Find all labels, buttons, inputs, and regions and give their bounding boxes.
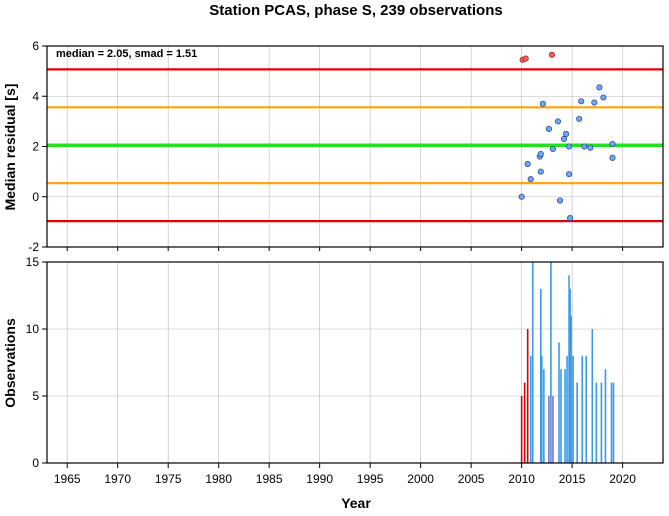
observation-bar <box>568 275 570 463</box>
year-x-tick-label: 1990 <box>306 472 333 486</box>
residual-point <box>591 99 598 106</box>
residual-point <box>527 176 534 183</box>
observations-y-ticks: 0 5 10 15 <box>26 255 47 470</box>
residual-point <box>518 193 525 200</box>
observations-frame <box>46 261 664 464</box>
observations-y-axis-label: Observations <box>2 318 18 408</box>
residual-point <box>549 145 556 153</box>
year-x-tick-label: 2005 <box>458 472 485 486</box>
observation-bar <box>569 288 571 463</box>
observation-bar <box>548 396 550 463</box>
residual-point <box>563 130 570 137</box>
residual-y-ticks: -2 0 2 4 6 <box>28 39 624 254</box>
residual-point <box>581 143 588 150</box>
year-x-tick-label: 2010 <box>508 472 535 486</box>
residual-y-axis-label: Median residual [s] <box>2 84 18 211</box>
residual-point <box>587 144 594 151</box>
residual-point <box>596 84 603 91</box>
observation-bar <box>576 382 578 463</box>
observation-bar <box>560 369 562 463</box>
residual-points <box>518 51 616 222</box>
residual-y-tick-label: 0 <box>32 190 39 204</box>
observation-bar <box>531 262 534 463</box>
chart-title: Station PCAS, phase S, 239 observations <box>209 2 502 19</box>
residual-point <box>554 118 562 125</box>
observation-bar <box>604 369 607 463</box>
residual-point <box>537 168 544 175</box>
observation-bar <box>585 355 588 463</box>
observations-y-tick-label: 15 <box>26 255 40 269</box>
observation-bar <box>572 355 574 463</box>
observations-y-tick-label: 0 <box>32 456 39 470</box>
year-x-tick-label: 2015 <box>559 472 586 486</box>
residual-y-tick-label: 4 <box>32 89 39 103</box>
observation-bar <box>523 382 526 463</box>
residual-point <box>524 161 531 168</box>
residual-point <box>576 115 583 122</box>
observations-panel: 0 5 10 15 1965 1970 1975 1980 1985 1990 1995 2000 2… <box>2 255 664 511</box>
observation-bar <box>564 369 566 463</box>
year-x-tick-label: 1965 <box>54 472 81 486</box>
observation-bar <box>595 382 598 463</box>
observations-bars <box>520 262 615 463</box>
observation-bar <box>612 382 615 463</box>
year-x-tick-label: 2020 <box>609 472 636 486</box>
observation-bar <box>591 329 594 463</box>
observation-bar <box>570 315 572 463</box>
year-x-tick-label: 2000 <box>407 472 434 486</box>
year-x-tick-label: 1970 <box>104 472 131 486</box>
residual-y-tick-label: 6 <box>32 39 39 53</box>
year-x-ticks: 1965 1970 1975 1980 1985 1990 1995 2000 2005 2010… <box>54 463 636 486</box>
observation-bar <box>552 396 554 463</box>
residual-point <box>578 98 585 105</box>
observation-bar <box>558 342 560 463</box>
residual-reference-lines <box>47 68 663 223</box>
residual-point <box>566 143 573 150</box>
observation-bar <box>581 355 584 463</box>
year-x-tick-label: 1980 <box>205 472 232 486</box>
residual-y-tick-label: 2 <box>32 140 39 154</box>
median-smad-annotation: median = 2.05, smad = 1.51 <box>56 48 197 60</box>
residual-point <box>537 150 544 158</box>
residual-panel: -2 0 2 4 6 median = 2.05, smad = 1.51 Median… <box>2 39 664 254</box>
observation-bar <box>526 329 529 463</box>
observation-bar <box>610 382 613 463</box>
residual-point <box>609 140 616 148</box>
observation-bar <box>529 355 532 463</box>
year-x-tick-label: 1995 <box>357 472 384 486</box>
residual-point <box>609 154 616 161</box>
year-x-tick-label: 1985 <box>256 472 283 486</box>
observation-bar <box>550 262 552 463</box>
outlier-point <box>548 51 555 58</box>
observation-bar <box>543 369 545 463</box>
observation-bar <box>540 288 542 463</box>
residual-point <box>566 171 573 178</box>
observation-bar <box>566 355 568 463</box>
observations-y-tick-label: 5 <box>32 389 39 403</box>
residual-point <box>600 94 607 101</box>
residual-point <box>567 215 574 222</box>
residual-y-tick-label: -2 <box>28 240 39 254</box>
outlier-point <box>522 55 529 62</box>
observations-y-tick-label: 10 <box>26 322 40 336</box>
year-x-tick-label: 1975 <box>155 472 182 486</box>
observation-bar <box>520 396 523 463</box>
observation-bar <box>600 382 603 463</box>
year-x-axis-label: Year <box>341 495 371 511</box>
residual-point <box>560 135 568 143</box>
residual-point <box>556 197 564 204</box>
observation-bar <box>541 355 543 463</box>
residual-point <box>545 125 552 132</box>
residual-point <box>539 100 546 107</box>
